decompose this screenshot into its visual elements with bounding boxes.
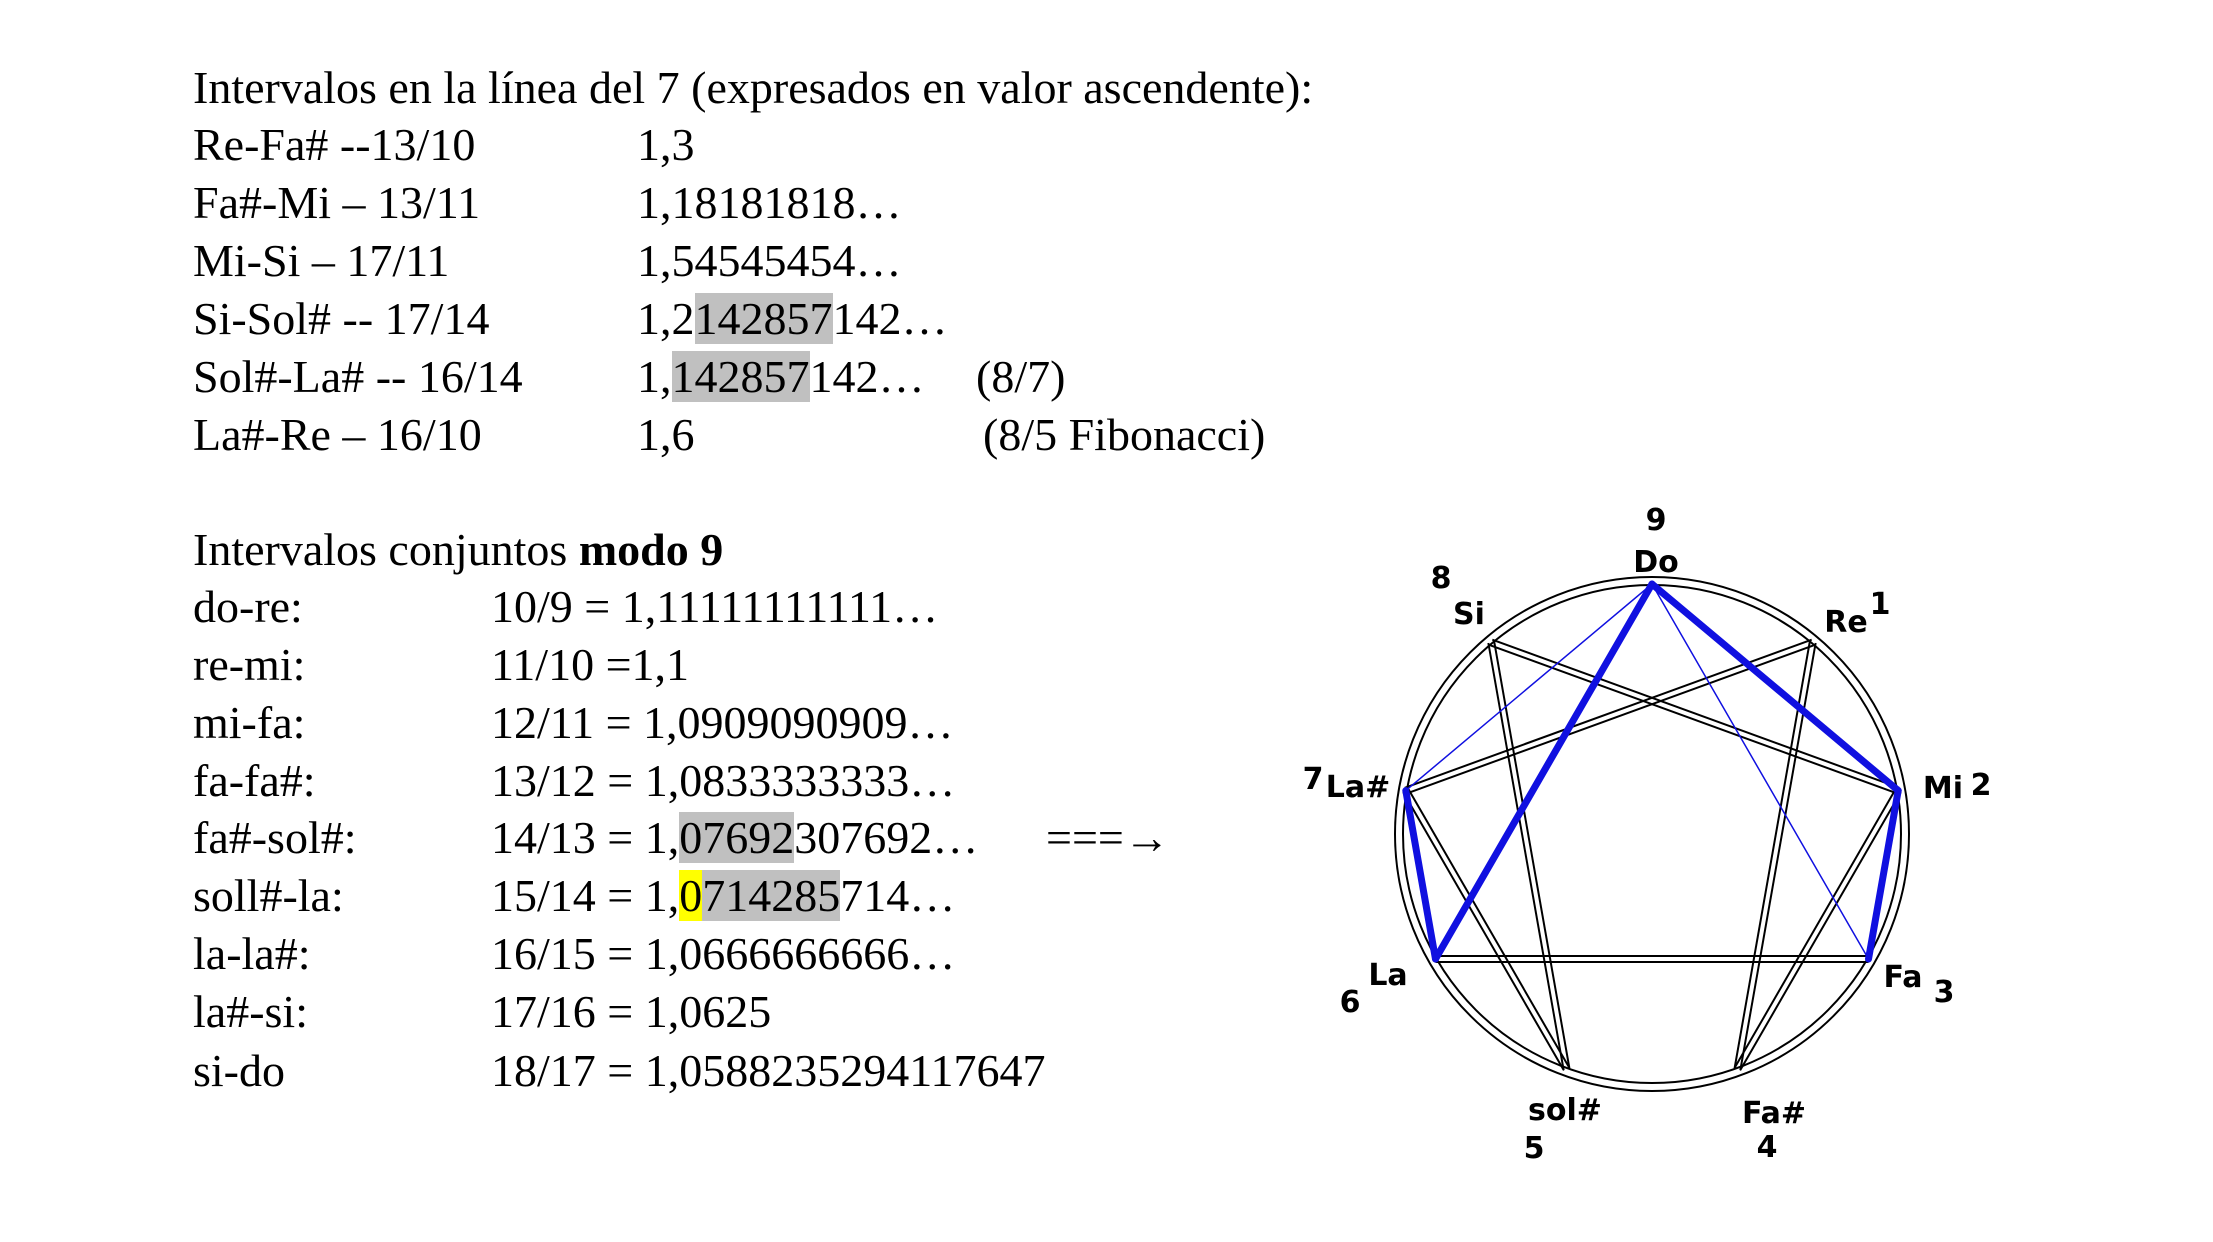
value-pre: 1, <box>637 351 672 402</box>
interval-value: 1,18181818… <box>637 174 902 232</box>
interval-value: 1,142857142… <box>637 348 925 406</box>
interval-value: 16/15 = 1,0666666666… <box>491 925 955 983</box>
value-pre: 13/12 = 1,0833333333… <box>491 755 956 806</box>
interval-value: 17/16 = 1,0625 <box>491 983 771 1041</box>
node-number: 5 <box>1524 1131 1545 1166</box>
node-number: 4 <box>1757 1130 1778 1165</box>
value-pre: 10/9 = 1,11111111111… <box>491 581 939 632</box>
edge-thin-blue-9-3 <box>1651 583 1870 960</box>
section2-title: Intervalos conjuntos modo 9 <box>193 521 723 579</box>
interval-value: 1,3 <box>637 116 695 174</box>
interval-name: la-la#: <box>193 928 311 979</box>
value-pre: 15/14 = 1, <box>491 870 680 921</box>
node-number: 2 <box>1971 768 1992 803</box>
node-note-label: Re <box>1824 605 1867 640</box>
edge-thick-blue-2-3 <box>1865 787 1902 963</box>
interval-value: 18/17 = 1,0588235294117647 <box>491 1042 1046 1100</box>
value-highlight: 142857 <box>694 293 833 344</box>
interval-name: si-do <box>193 1045 285 1096</box>
node-number: 6 <box>1340 985 1361 1020</box>
value-pre: 17/16 = 1,0625 <box>491 986 772 1037</box>
outer-circle <box>1394 576 1910 1092</box>
value-pre: 14/13 = 1, <box>491 812 680 863</box>
interval-name: Sol#-La# -- 16/14 <box>193 351 523 402</box>
section2-title-plain: Intervalos conjuntos <box>193 524 579 575</box>
node-note-label: Si <box>1453 597 1485 632</box>
edge-1-4 <box>1733 641 1811 1069</box>
node-note-label: La <box>1368 958 1407 993</box>
interval-value: 1,54545454… <box>637 232 902 290</box>
interval-name: fa#-sol#: <box>193 812 357 863</box>
edge-thick-blue-9-2 <box>1648 580 1902 795</box>
interval-name: do-re: <box>193 581 303 632</box>
interval-value: 1,2142857142… <box>637 290 948 348</box>
node-note-label: Mi <box>1923 771 1963 806</box>
inner-circle <box>1402 584 1902 1084</box>
edge-2-8 <box>1491 638 1900 789</box>
value-pre: 18/17 = 1,0588235294117647 <box>491 1045 1046 1096</box>
arrow-right: ===→ <box>1046 812 1170 863</box>
value-highlight: 142857 <box>671 351 810 402</box>
node-number: 9 <box>1646 503 1667 538</box>
interval-value: 12/11 = 1,0909090909… <box>491 694 954 752</box>
edge-5-7-double <box>1402 791 1565 1071</box>
interval-name: fa-fa#: <box>193 755 316 806</box>
interval-note: (8/5 Fibonacci) <box>983 409 1266 460</box>
node-note-label: sol# <box>1528 1093 1602 1128</box>
interval-value: 13/12 = 1,0833333333… <box>491 752 955 810</box>
interval-name: soll#-la: <box>193 870 344 921</box>
value-post: 142… <box>809 351 925 402</box>
value-pre: 1,3 <box>637 119 695 170</box>
value-pre: 1,54545454… <box>637 235 902 286</box>
interval-name: la#-si: <box>193 986 308 1037</box>
value-pre: 12/11 = 1,0909090909… <box>491 697 954 748</box>
node-note-label: Fa# <box>1742 1096 1806 1131</box>
value-pre: 1,2 <box>637 293 695 344</box>
edge-8-5 <box>1487 642 1565 1070</box>
value-post: 714… <box>840 870 956 921</box>
node-number: 8 <box>1431 561 1452 596</box>
value-post: 142… <box>832 293 948 344</box>
value-pre: 11/10 =1,1 <box>491 639 690 690</box>
node-number: 3 <box>1934 975 1955 1010</box>
edge-4-2-double <box>1734 788 1897 1068</box>
edge-7-1 <box>1406 644 1815 795</box>
section2-title-bold: modo 9 <box>578 524 724 575</box>
value-highlight: 714285 <box>702 870 841 921</box>
interval-name: La#-Re – 16/10 <box>193 409 482 460</box>
edge-5-7 <box>1407 788 1570 1068</box>
edge-4-2 <box>1739 791 1902 1071</box>
edge-8-5-double <box>1493 641 1571 1069</box>
node-note-label: La# <box>1326 770 1391 805</box>
interval-value: 1,6 <box>637 406 695 464</box>
value-post: 307692… <box>794 812 979 863</box>
node-note-label: Do <box>1633 545 1679 580</box>
edge-2-8-double <box>1489 644 1898 795</box>
section1-title: Intervalos en la línea del 7 (expresados… <box>193 62 1314 113</box>
value-pre: 1,6 <box>637 409 695 460</box>
interval-value: 14/13 = 1,07692307692… <box>491 809 978 867</box>
edge-thin-blue-7-9 <box>1405 583 1653 792</box>
interval-value: 10/9 = 1,11111111111… <box>491 578 938 636</box>
value-highlight: 07692 <box>679 812 795 863</box>
interval-value: 11/10 =1,1 <box>491 636 689 694</box>
interval-name: Mi-Si – 17/11 <box>193 235 450 286</box>
node-note-label: Fa <box>1884 960 1923 995</box>
value-yellow-highlight: 0 <box>679 870 703 921</box>
interval-name: mi-fa: <box>193 697 306 748</box>
interval-note: (8/7) <box>976 351 1066 402</box>
interval-name: Fa#-Mi – 13/11 <box>193 177 481 228</box>
node-number: 1 <box>1870 587 1891 622</box>
node-number: 7 <box>1303 762 1324 797</box>
value-pre: 16/15 = 1,0666666666… <box>491 928 956 979</box>
value-pre: 1,18181818… <box>637 177 902 228</box>
interval-name: Re-Fa# --13/10 <box>193 119 476 170</box>
interval-name: re-mi: <box>193 639 306 690</box>
edge-thick-blue-6-7 <box>1402 787 1439 963</box>
interval-name: Si-Sol# -- 17/14 <box>193 293 490 344</box>
interval-value: 15/14 = 1,0714285714… <box>491 867 955 925</box>
edge-thick-blue-6-9 <box>1431 580 1656 963</box>
